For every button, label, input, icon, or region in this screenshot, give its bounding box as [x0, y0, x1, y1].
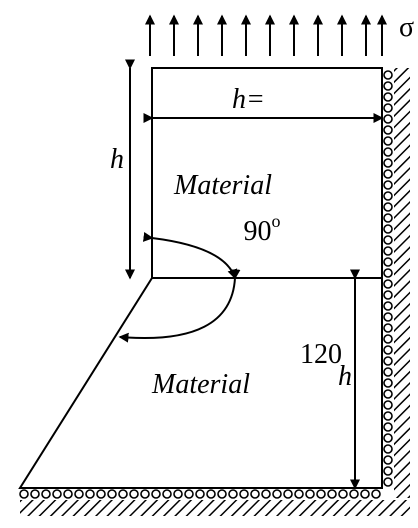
right-roller: [383, 180, 393, 190]
top-material-label: Material: [173, 170, 272, 201]
right-roller: [383, 70, 393, 80]
right-roller: [383, 301, 393, 311]
right-roller: [383, 400, 393, 410]
bottom-roller: [107, 489, 117, 499]
bottom-roller: [52, 489, 62, 499]
right-roller: [383, 257, 393, 267]
bottom-roller: [250, 489, 260, 499]
bottom-roller-support: [19, 487, 382, 499]
bottom-roller: [272, 489, 282, 499]
right-roller-group: [383, 70, 393, 487]
bottom-angle-label: 120: [300, 339, 342, 370]
bottom-roller: [338, 489, 348, 499]
stress-symbol-label: σ: [399, 12, 414, 43]
right-ground-hatch: [394, 68, 410, 498]
right-roller: [383, 224, 393, 234]
right-roller: [383, 169, 393, 179]
right-roller-support: [381, 68, 393, 488]
right-roller: [383, 147, 393, 157]
bottom-roller: [305, 489, 315, 499]
bottom-roller: [217, 489, 227, 499]
top-angle-unit: o: [272, 211, 281, 231]
bottom-roller: [349, 489, 359, 499]
bottom-roller: [327, 489, 337, 499]
right-roller: [383, 279, 393, 289]
bottom-roller: [140, 489, 150, 499]
bottom-roller: [294, 489, 304, 499]
bottom-roller: [162, 489, 172, 499]
bottom-roller: [360, 489, 370, 499]
bottom-roller: [30, 489, 40, 499]
angle-120-arc: [118, 269, 241, 343]
top-angle-value: 90: [244, 216, 272, 247]
bottom-roller: [261, 489, 271, 499]
right-roller: [383, 312, 393, 322]
right-roller: [383, 345, 393, 355]
right-roller: [383, 81, 393, 91]
right-roller: [383, 213, 393, 223]
right-roller: [383, 444, 393, 454]
right-roller: [383, 411, 393, 421]
right-roller: [383, 455, 393, 465]
right-roller: [383, 235, 393, 245]
right-roller: [383, 158, 393, 168]
bottom-material-label: Material: [151, 369, 250, 400]
bottom-roller: [228, 489, 238, 499]
right-roller: [383, 323, 393, 333]
bottom-roller: [316, 489, 326, 499]
right-roller: [383, 268, 393, 278]
right-roller: [383, 125, 393, 135]
bottom-roller: [184, 489, 194, 499]
right-roller: [383, 246, 393, 256]
bottom-roller: [129, 489, 139, 499]
angle-90-arc: [142, 231, 238, 280]
bottom-roller: [206, 489, 216, 499]
bottom-roller: [74, 489, 84, 499]
right-roller: [383, 92, 393, 102]
bottom-roller: [85, 489, 95, 499]
bottom-roller: [239, 489, 249, 499]
top-width-label: h=: [232, 84, 265, 115]
bottom-roller: [19, 489, 29, 499]
right-roller: [383, 334, 393, 344]
applied-stress-arrows: [145, 14, 387, 56]
bottom-ground-hatch: [20, 500, 410, 516]
right-roller: [383, 422, 393, 432]
right-roller: [383, 103, 393, 113]
right-roller: [383, 389, 393, 399]
right-roller: [383, 202, 393, 212]
bottom-roller: [63, 489, 73, 499]
bottom-roller: [173, 489, 183, 499]
right-roller: [383, 466, 393, 476]
right-roller: [383, 114, 393, 124]
right-roller: [383, 477, 393, 487]
bottom-roller: [41, 489, 51, 499]
bottom-roller-group: [19, 489, 381, 499]
right-roller: [383, 191, 393, 201]
right-roller: [383, 356, 393, 366]
bottom-roller: [283, 489, 293, 499]
bottom-roller: [371, 489, 381, 499]
bottom-roller: [118, 489, 128, 499]
right-roller: [383, 367, 393, 377]
bottom-roller: [96, 489, 106, 499]
bottom-right-height-label: h: [338, 361, 352, 392]
right-roller: [383, 433, 393, 443]
bottom-roller: [195, 489, 205, 499]
right-roller: [383, 136, 393, 146]
top-left-height-label: h: [110, 144, 124, 175]
right-roller: [383, 290, 393, 300]
top-angle-label: 90o: [244, 211, 281, 247]
right-roller: [383, 378, 393, 388]
bottom-roller: [151, 489, 161, 499]
